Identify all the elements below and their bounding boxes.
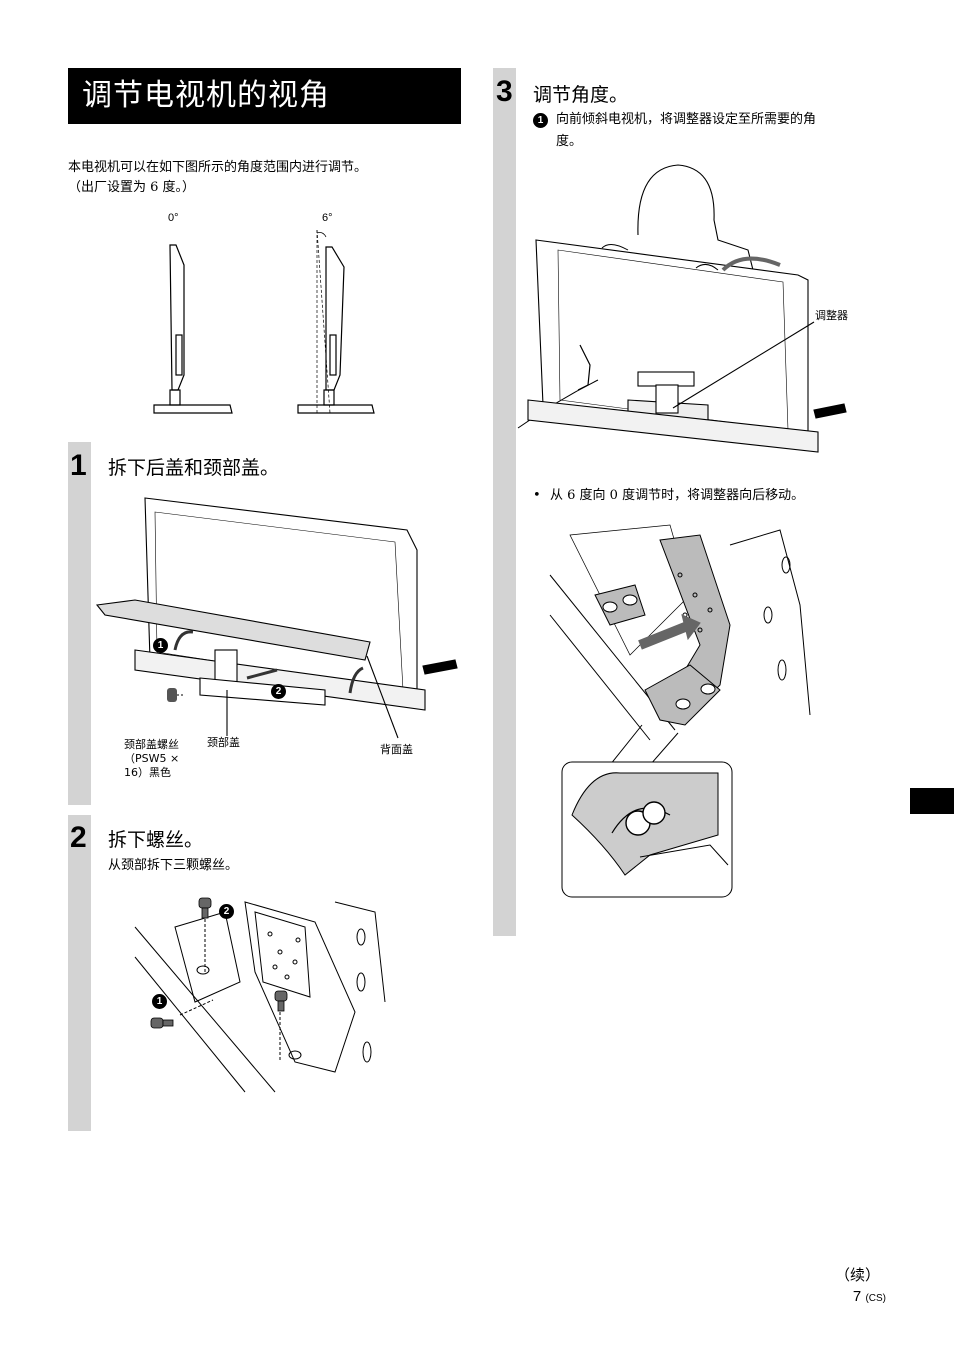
- step1-title: 拆下后盖和颈部盖。: [108, 457, 280, 479]
- neck-screw-label-line3: 16）黑色: [124, 766, 171, 779]
- angle-label-6: 6°: [322, 212, 333, 224]
- step3-bar: [493, 68, 516, 936]
- continued-label: （续）: [834, 1266, 880, 1284]
- step2-number: 2: [70, 821, 87, 854]
- screw-icon: [167, 688, 177, 702]
- neck-screw-label-line1: 颈部盖螺丝: [124, 738, 179, 751]
- neck-screw-label: 颈部盖螺丝 （PSW5 × 16）黑色: [124, 738, 179, 780]
- step1-marker-1: 1: [153, 638, 168, 653]
- intro-line-1: 本电视机可以在如下图所示的角度范围内进行调节。: [68, 160, 368, 175]
- adjuster-bracket-illustration: [549, 524, 811, 898]
- tilt-tv-illustration: [517, 164, 847, 453]
- step2-marker-1: 1: [152, 994, 167, 1009]
- step3-item-marker: 1: [533, 113, 548, 128]
- step3-bullet: •: [533, 488, 541, 503]
- adjuster-label: 调整器: [815, 309, 848, 322]
- step3-title: 调节角度。: [533, 84, 629, 106]
- page-suffix: (CS): [865, 1293, 886, 1304]
- page-number-value: 7: [852, 1288, 862, 1305]
- step3-number: 3: [496, 75, 513, 108]
- step3-item-line1: 向前倾斜电视机，将调整器设定至所需要的角: [556, 112, 817, 127]
- angle-label-0: 0°: [168, 212, 179, 224]
- step3-bullet-text: 从 6 度向 0 度调节时，将调整器向后移动。: [550, 488, 805, 503]
- rear-cover-label: 背面盖: [380, 743, 413, 756]
- step1-marker-2: 2: [271, 684, 286, 699]
- neck-screw-label-line2: （PSW5 ×: [124, 752, 180, 765]
- page-title: 调节电视机的视角: [82, 78, 330, 113]
- intro-line-2: （出厂设置为 6 度。）: [68, 180, 196, 195]
- intro-text: 本电视机可以在如下图所示的角度范围内进行调节。 （出厂设置为 6 度。）: [68, 158, 468, 198]
- tv-rear-cover-illustration: [95, 497, 458, 739]
- neck-screws-illustration: [134, 897, 386, 1093]
- page-number: 7 (CS): [853, 1288, 886, 1305]
- neck-cover-label: 颈部盖: [207, 736, 240, 749]
- section-tab: [910, 788, 954, 814]
- step1-bar: [68, 442, 91, 805]
- step2-marker-2: 2: [219, 904, 234, 919]
- step3-item-line2: 度。: [556, 134, 583, 149]
- step2-bar: [68, 815, 91, 1131]
- title-bar: 调节电视机的视角: [68, 68, 461, 124]
- step2-title: 拆下螺丝。: [108, 829, 204, 851]
- step1-number: 1: [70, 449, 87, 482]
- step2-text: 从颈部拆下三颗螺丝。: [108, 858, 239, 873]
- angle-diagram: [153, 229, 375, 415]
